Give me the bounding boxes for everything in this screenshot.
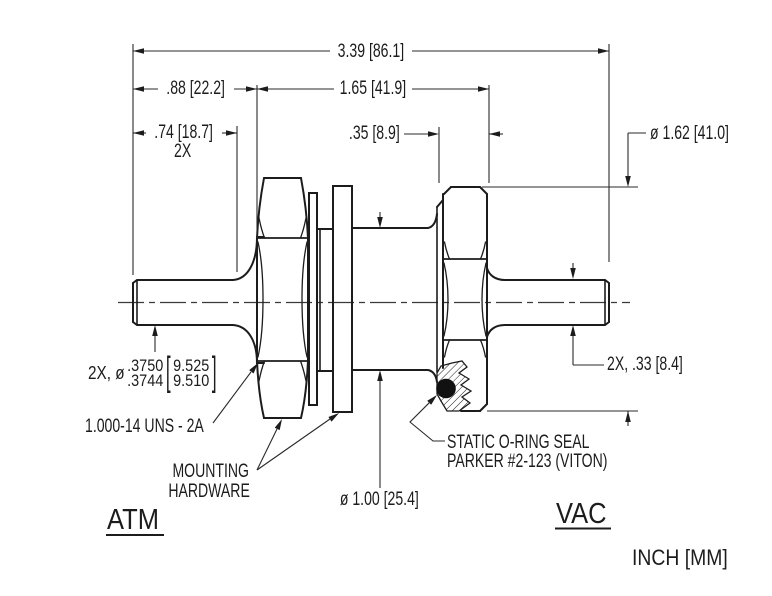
o-ring-cross-section — [436, 378, 456, 399]
washer — [308, 192, 318, 406]
atm-pin — [132, 236, 265, 364]
hex-nut — [256, 177, 309, 419]
vac-flange — [436, 186, 488, 412]
center-body — [351, 213, 438, 383]
mounting-plate — [332, 185, 353, 413]
vac-pin — [486, 267, 610, 338]
label-underlines — [106, 527, 611, 536]
feedthrough-body — [132, 177, 610, 419]
arrowheads — [133, 48, 631, 431]
dimension-lines — [132, 44, 646, 488]
threaded-stud — [316, 228, 334, 372]
